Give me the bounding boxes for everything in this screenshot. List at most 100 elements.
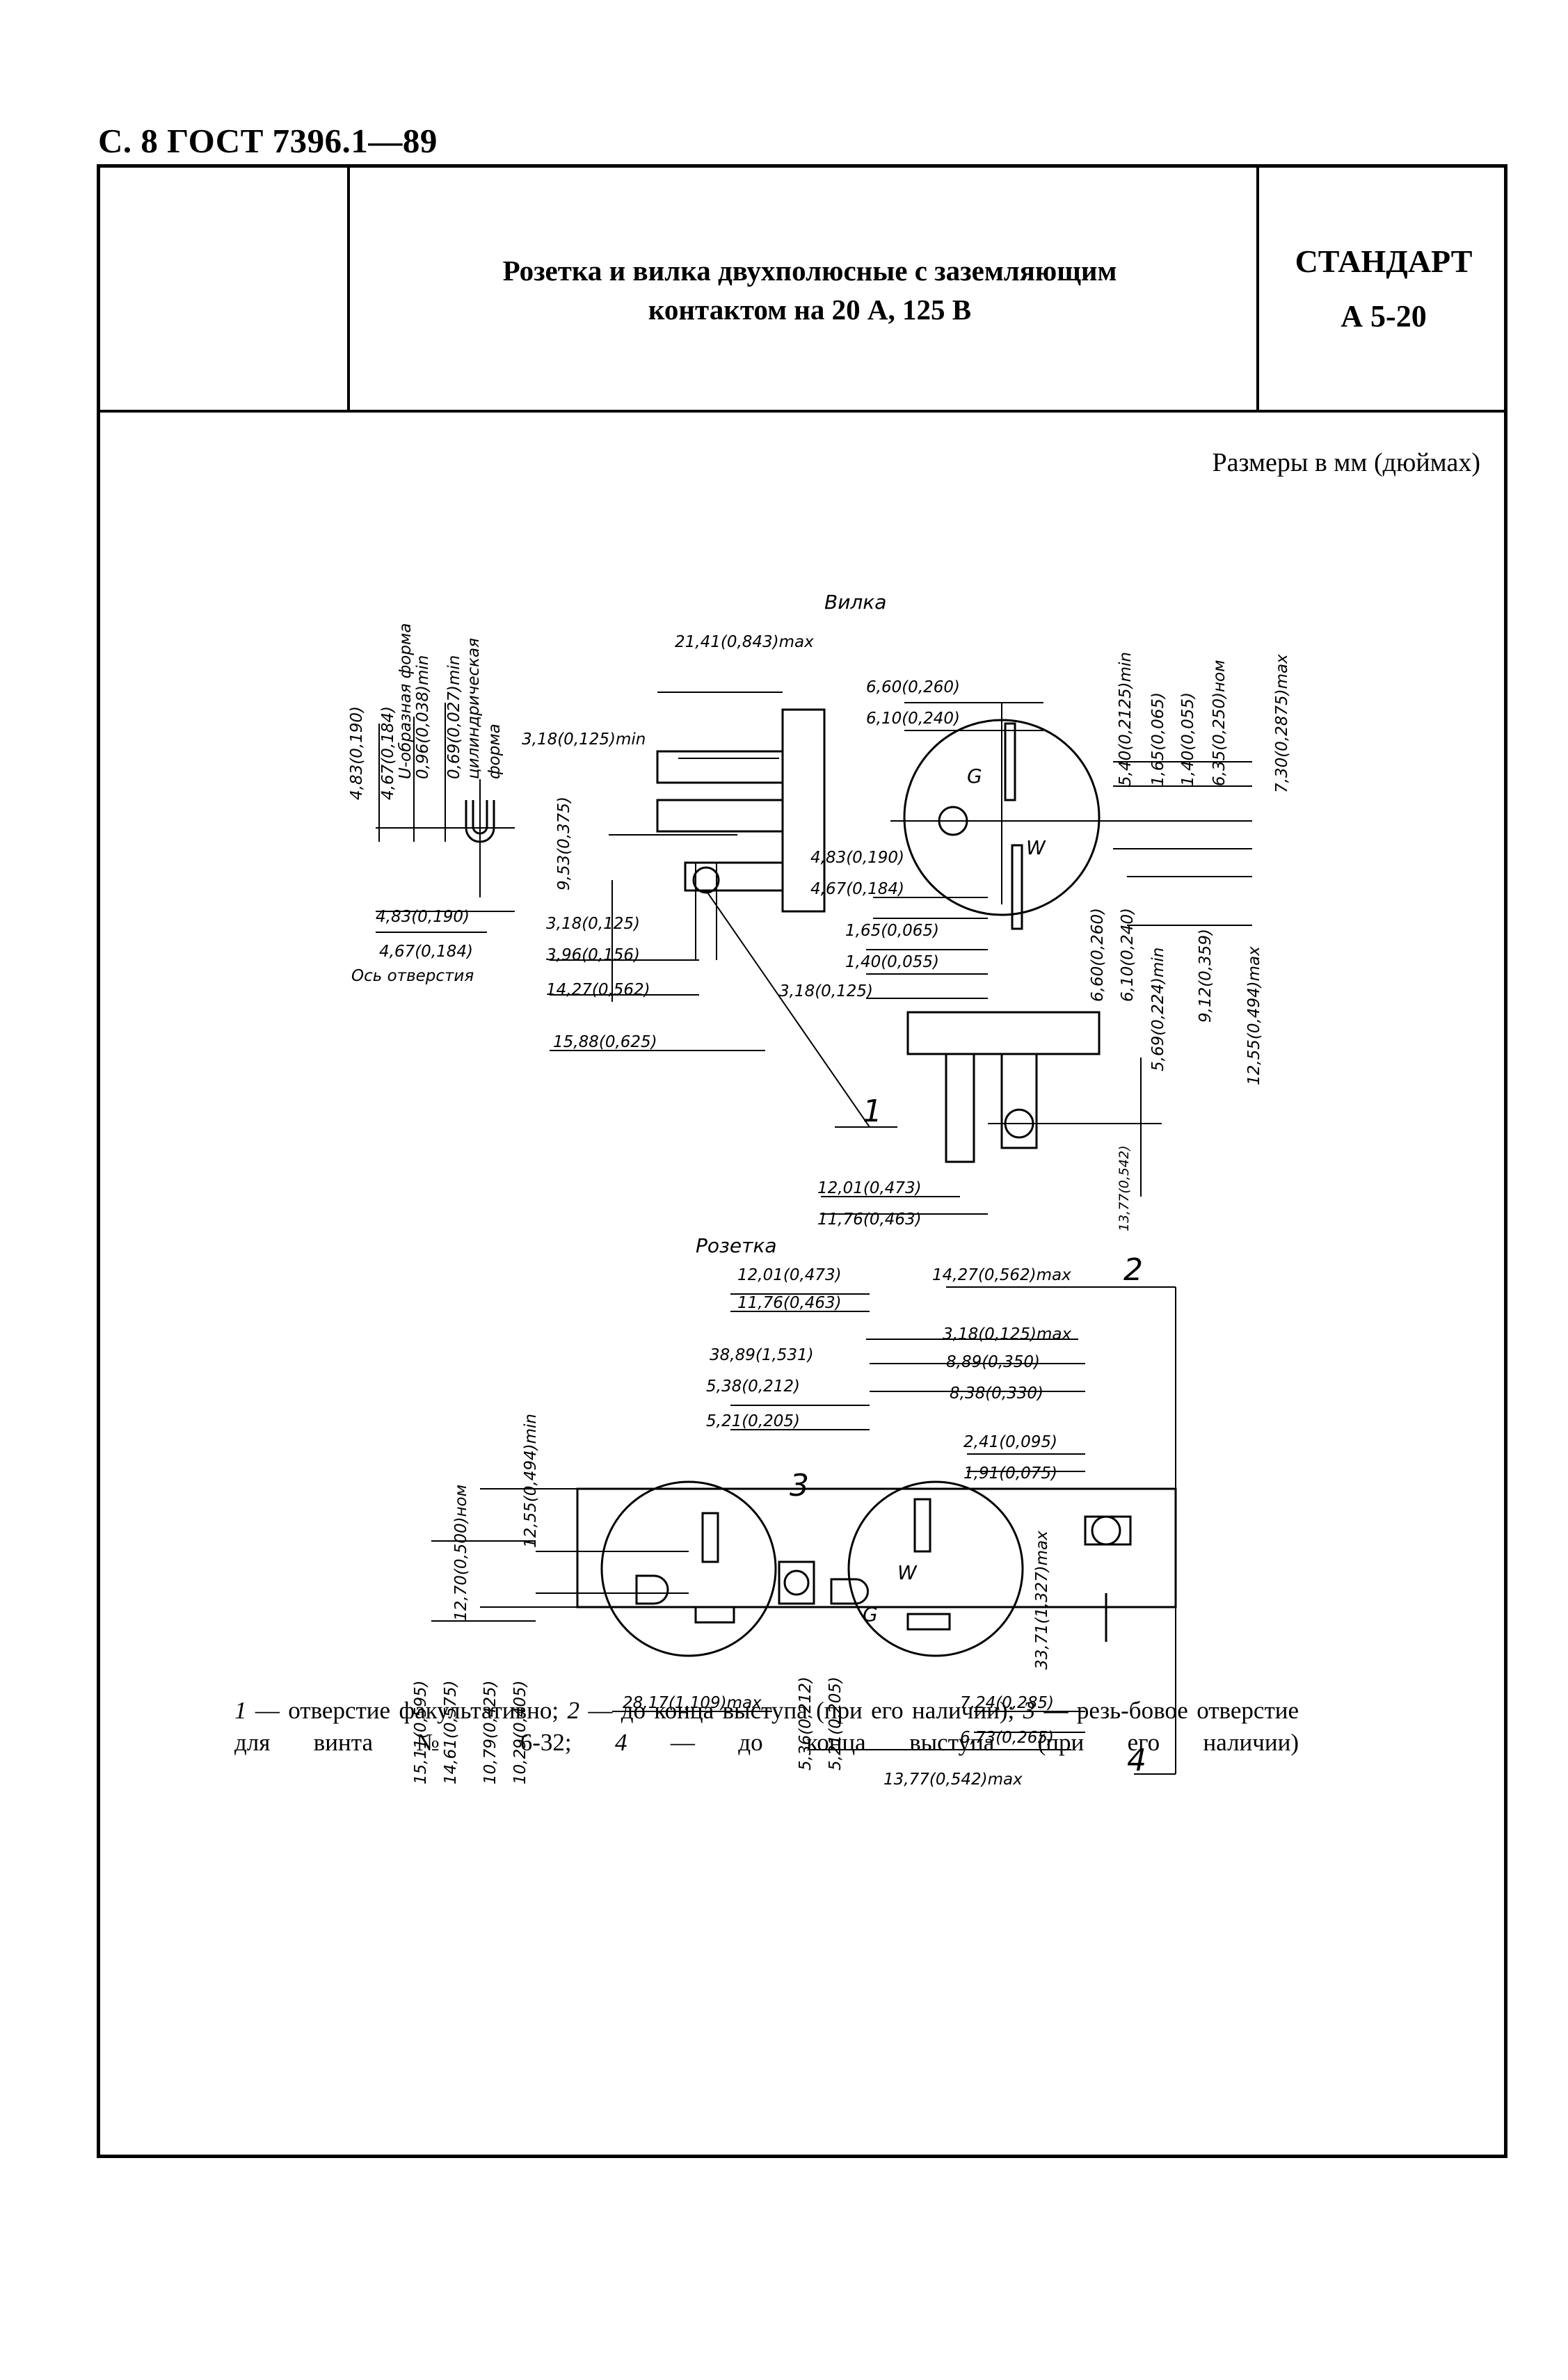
socket-dim-2-41: 2,41(0,095) — [963, 1433, 1057, 1451]
plug-dim-4-83: 4,83(0,190) — [810, 849, 904, 867]
plug-dim-3-18-b: 3,18(0,125) — [779, 982, 873, 1000]
socket-vdim-12-70: 12,70(0,500)ном — [452, 1485, 470, 1621]
socket-vdim-15-11: 15,11(0,595) — [412, 1680, 430, 1784]
standard-sheet-frame: Розетка и вилка двухполюсные с заземляющ… — [97, 164, 1507, 2158]
caption-t2: — до конца выступа (при его наличии); — [579, 1697, 1023, 1724]
plug-vdim-13-77: 13,77(0,542) — [1117, 1145, 1132, 1231]
socket-dim-14-27: 14,27(0,562)max — [932, 1266, 1071, 1284]
plug-marker-g: G — [967, 765, 982, 788]
hole-dim-4-67: 4,67(0,184) — [379, 943, 473, 961]
hole-label-cylindrical: цилиндрическая — [465, 638, 483, 779]
caption-t3: — резь-бовое отверстие для винта № 6-32; — [234, 1697, 1299, 1756]
hole-label-form: форма — [486, 724, 504, 779]
hole-label-u-form: U-образная форма — [397, 623, 415, 779]
socket-dim-5-38: 5,38(0,212) — [706, 1377, 800, 1396]
socket-dim-12-01: 12,01(0,473) — [737, 1266, 842, 1284]
socket-vdim-33-71: 33,71(1,327)max — [1033, 1531, 1051, 1670]
callout-4: 4 — [1127, 1743, 1146, 1778]
callout-1: 1 — [863, 1094, 882, 1129]
socket-vdim-5-36: 5,36(0,212) — [797, 1677, 815, 1771]
plug-label: Вилка — [824, 591, 886, 614]
socket-dim-1-91: 1,91(0,075) — [963, 1464, 1057, 1483]
plug-vdim-12-55: 12,55(0,494)max — [1245, 946, 1263, 1085]
plug-dim-11-76: 11,76(0,463) — [817, 1211, 922, 1229]
plug-vdim-6-35: 6,35(0,250)ном — [1210, 660, 1229, 786]
hole-detail-labels: 4,83(0,190) 4,67(0,184) U-образная форма… — [348, 623, 504, 985]
socket-labels: Розетка 12,01(0,473) 11,76(0,463) 14,27(… — [412, 1234, 1072, 1789]
plug-vdim-5-69: 5,69(0,224)min — [1149, 948, 1167, 1071]
plug-dim-overall: 21,41(0,843)max — [675, 633, 814, 651]
plug-side-view — [550, 692, 897, 1128]
socket-vdim-12-55: 12,55(0,494)min — [522, 1414, 540, 1548]
caption-n4: 4 — [615, 1729, 627, 1756]
plug-marker-w: W — [1026, 836, 1046, 859]
plug-dim-12-01: 12,01(0,473) — [817, 1179, 922, 1197]
caption-t4: — до конца выступа (при его наличии) — [627, 1729, 1299, 1756]
caption-t1: — отверстие факультативно; — [246, 1697, 568, 1724]
plug-front-view — [866, 702, 1252, 999]
socket-dim-28-17: 28,17(1,109)max — [623, 1694, 762, 1712]
plug-vdim-1-65: 1,65(0,065) — [1149, 692, 1167, 786]
page-header: С. 8 ГОСТ 7396.1—89 — [98, 122, 438, 160]
socket-dim-13-77: 13,77(0,542)max — [883, 1771, 1023, 1789]
socket-dim-11-76: 11,76(0,463) — [737, 1294, 842, 1312]
socket-marker-g: G — [863, 1603, 878, 1626]
title-block-divider-right — [1256, 168, 1259, 413]
hole-vdim-0-96: 0,96(0,038)min — [414, 655, 432, 779]
caption-n2: 2 — [567, 1697, 579, 1724]
plug-labels: Вилка 21,41(0,843)max 6,60(0,260) 6,10(0… — [522, 591, 1291, 1231]
plug-dim-3-18-min: 3,18(0,125)min — [522, 730, 646, 749]
sheet-title-line-2: контактом на 20 А, 125 В — [648, 294, 972, 326]
plug-vdim-1-40: 1,40(0,055) — [1179, 692, 1197, 786]
socket-dim-6-73: 6,73(0,265) — [960, 1729, 1054, 1747]
socket-dim-8-38: 8,38(0,330) — [950, 1384, 1043, 1403]
plug-bottom-view — [821, 1011, 1162, 1215]
caption-n3: 3 — [1023, 1697, 1036, 1724]
socket-view — [431, 1286, 1177, 1775]
title-block-bottom-rule — [100, 410, 1504, 413]
hole-detail-geometry — [376, 703, 515, 933]
drawing-lines — [376, 692, 1252, 1775]
plug-vdim-7-30: 7,30(0,2875)max — [1273, 654, 1291, 793]
socket-dim-38-89: 38,89(1,531) — [710, 1346, 814, 1364]
socket-marker-w: W — [897, 1561, 918, 1584]
socket-vdim-10-29: 10,29(0,405) — [511, 1680, 529, 1784]
plug-dim-1-40: 1,40(0,055) — [845, 953, 939, 971]
hole-vdim-4-67: 4,67(0,184) — [379, 706, 397, 800]
plug-dim-3-18-a: 3,18(0,125) — [546, 915, 640, 933]
plug-dim-6-10: 6,10(0,240) — [866, 710, 960, 728]
socket-dim-3-18: 3,18(0,125)max — [943, 1325, 1072, 1343]
callout-2: 2 — [1123, 1252, 1143, 1288]
standard-label: СТАНДАРТ — [1295, 243, 1473, 279]
plug-dim-14-27: 14,27(0,562) — [546, 981, 650, 999]
callout-3: 3 — [790, 1468, 809, 1503]
title-block-divider-left — [347, 168, 350, 413]
callout-numbers: 1 2 3 4 — [790, 1094, 1146, 1778]
plug-dim-4-67: 4,67(0,184) — [810, 880, 904, 898]
socket-dim-5-21: 5,21(0,205) — [706, 1412, 800, 1430]
sheet-title: Розетка и вилка двухполюсные с заземляющ… — [358, 251, 1262, 329]
plug-vdim-6-60: 6,60(0,260) — [1089, 908, 1107, 1002]
hole-dim-4-83: 4,83(0,190) — [376, 908, 470, 926]
plug-dim-15-88: 15,88(0,625) — [553, 1033, 657, 1051]
plug-dim-1-65: 1,65(0,065) — [845, 922, 939, 940]
socket-vdim-10-79: 10,79(0,425) — [481, 1680, 499, 1784]
socket-vdim-14-61: 14,61(0,575) — [442, 1680, 460, 1784]
caption-n1: 1 — [234, 1697, 247, 1724]
socket-dim-7-24: 7,24(0,285) — [960, 1694, 1054, 1712]
drawing-caption: 1 — отверстие факультативно; 2 — до конц… — [234, 1695, 1299, 1759]
hole-axis-label: Ось отверстия — [351, 967, 474, 985]
socket-label: Розетка — [696, 1234, 777, 1257]
socket-vdim-5-21: 5,21(0,205) — [826, 1677, 845, 1771]
plug-vdim-6-10: 6,10(0,240) — [1119, 908, 1137, 1002]
sheet-title-line-1: Розетка и вилка двухполюсные с заземляющ… — [502, 255, 1117, 287]
plug-dim-9-53: 9,53(0,375) — [555, 797, 573, 890]
plug-vdim-9-12: 9,12(0,359) — [1197, 929, 1215, 1023]
plug-vdim-5-40: 5,40(0,2125)min — [1117, 652, 1135, 786]
hole-vdim-0-69: 0,69(0,027)min — [445, 655, 463, 779]
plug-dim-6-60: 6,60(0,260) — [866, 678, 960, 696]
plug-dim-3-96: 3,96(0,156) — [546, 946, 640, 964]
units-note: Размеры в мм (дюймах) — [1212, 448, 1480, 477]
standard-code: А 5-20 — [1341, 299, 1427, 333]
